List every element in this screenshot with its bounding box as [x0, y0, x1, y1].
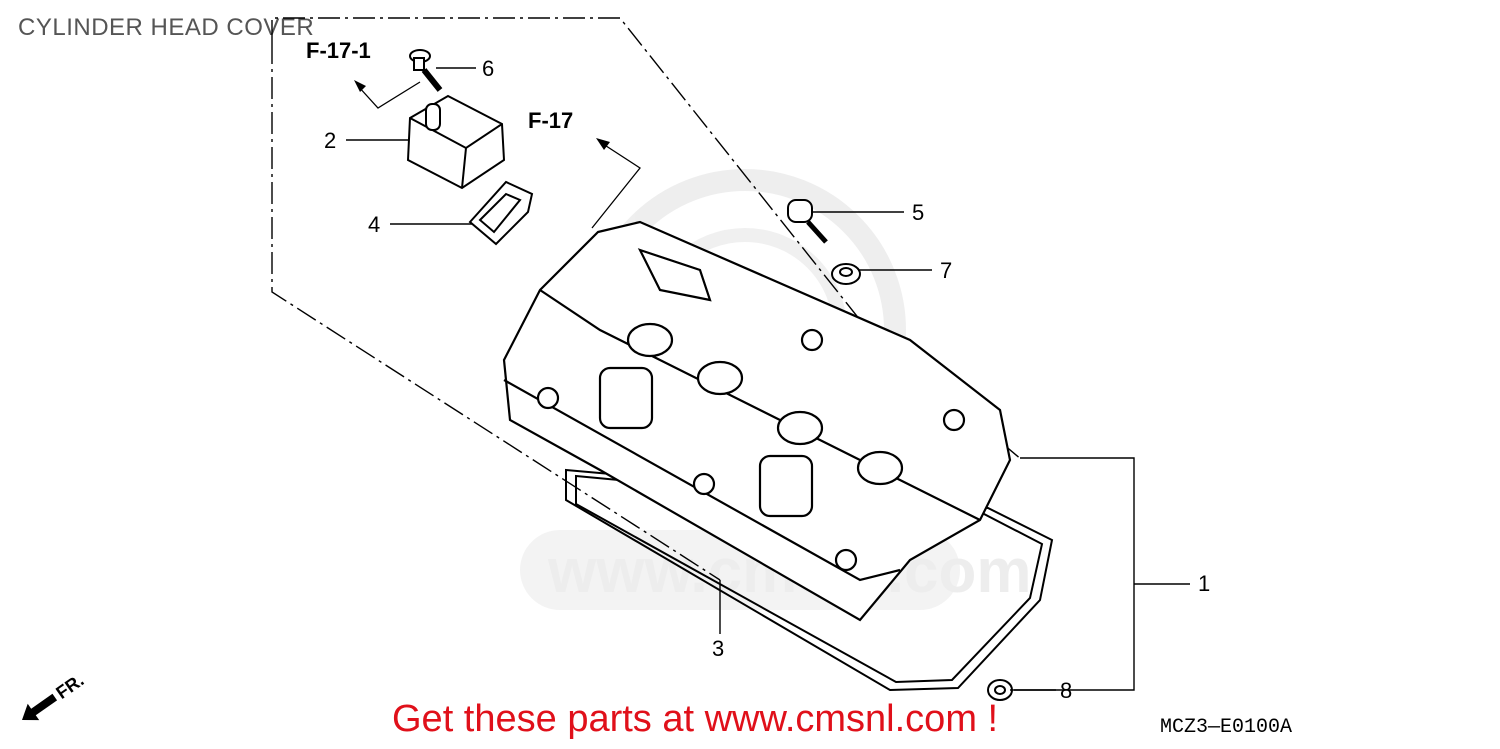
- leader-lines: [346, 67, 1190, 691]
- callout-7: 7: [940, 258, 952, 283]
- promo-link-text[interactable]: Get these parts at www.cmsnl.com !: [392, 698, 999, 740]
- callout-4: 4: [368, 212, 380, 237]
- breather-gasket-part: [468, 180, 534, 246]
- page-title: CYLINDER HEAD COVER: [18, 14, 315, 41]
- front-label: FR.: [52, 670, 87, 703]
- reference-leaders: [357, 81, 641, 229]
- cover-bolt-part: [787, 199, 828, 244]
- arrow-head-icon: [354, 80, 366, 92]
- breather-cover-part: [406, 94, 506, 190]
- front-direction-indicator: FR.: [22, 670, 88, 721]
- arrow-head-icon: [596, 138, 610, 150]
- reference-label-f17: F-17: [528, 108, 573, 133]
- callout-2: 2: [324, 128, 336, 153]
- head-cover-gasket-part: [565, 468, 1054, 692]
- callout-6: 6: [482, 56, 494, 81]
- callout-5: 5: [912, 200, 924, 225]
- callout-1: 1: [1198, 571, 1210, 596]
- flange-bolt-part: [409, 49, 443, 92]
- callout-8: 8: [1060, 678, 1072, 703]
- rubber-mount-part: [831, 263, 861, 285]
- grommet-part: [987, 679, 1013, 701]
- diagram-code: MCZ3—E0100A: [1160, 716, 1293, 739]
- callout-3: 3: [712, 636, 724, 661]
- cylinder-head-cover-part: [502, 220, 1012, 622]
- reference-label-f17-1: F-17-1: [306, 38, 371, 63]
- front-arrow-icon: [22, 693, 58, 721]
